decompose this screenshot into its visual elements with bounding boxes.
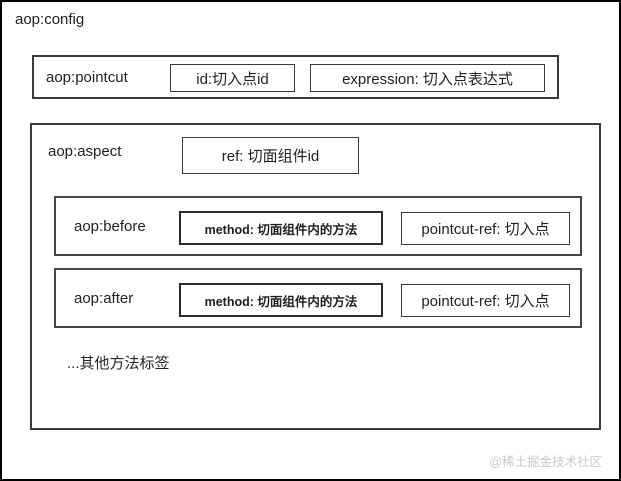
- pointcut-label: aop:pointcut: [46, 69, 128, 86]
- aspect-ref-attr-box: ref: 切面组件id: [182, 137, 359, 174]
- config-label: aop:config: [15, 11, 85, 28]
- other-tags-note: ...其他方法标签: [67, 355, 170, 372]
- before-advice-box: aop:before method: 切面组件内的方法 pointcut-ref…: [54, 196, 582, 256]
- pointcut-id-attr-box: id:切入点id: [170, 64, 295, 92]
- before-label: aop:before: [74, 218, 146, 235]
- after-method-attr-box: method: 切面组件内的方法: [179, 283, 383, 317]
- after-label: aop:after: [74, 290, 134, 307]
- aspect-label: aop:aspect: [48, 143, 122, 160]
- before-method-attr-box: method: 切面组件内的方法: [179, 211, 383, 245]
- watermark: @稀土掘金技术社区: [489, 455, 602, 469]
- after-advice-box: aop:after method: 切面组件内的方法 pointcut-ref:…: [54, 268, 582, 328]
- pointcut-expression-attr-box: expression: 切入点表达式: [310, 64, 545, 92]
- after-pointcut-ref-attr-box: pointcut-ref: 切入点: [401, 284, 570, 317]
- aspect-box: aop:aspect ref: 切面组件id aop:before method…: [30, 123, 601, 430]
- pointcut-box: aop:pointcut id:切入点id expression: 切入点表达式: [32, 55, 559, 99]
- before-pointcut-ref-attr-box: pointcut-ref: 切入点: [401, 212, 570, 245]
